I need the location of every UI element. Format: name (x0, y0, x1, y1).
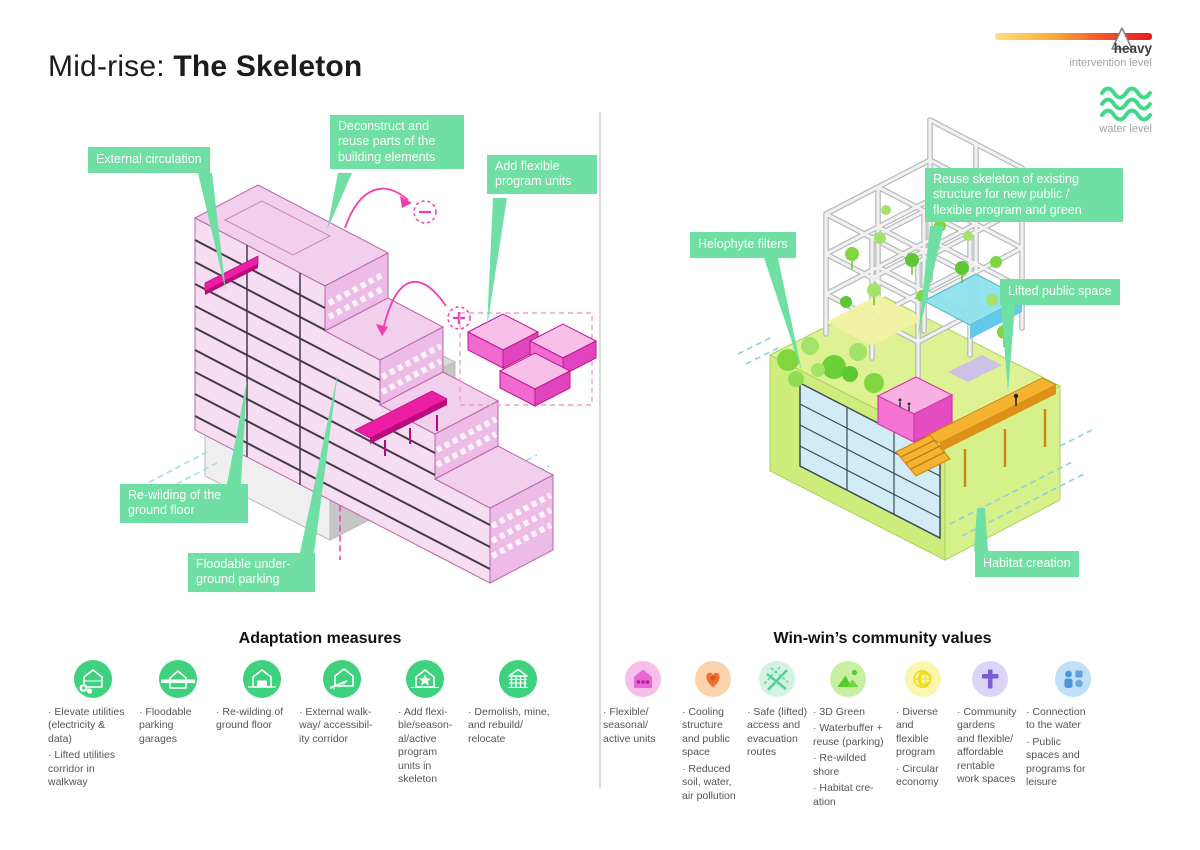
deconstruct-arrow (344, 187, 412, 229)
external-walkway-slabs (204, 255, 448, 456)
callout-rewilding-ground-floor: Re-wilding of the ground floor (120, 484, 248, 523)
callout-deconstruct-reuse: Deconstruct and reuse parts of the build… (330, 115, 464, 169)
bullet-item: · Circular economy (896, 762, 939, 789)
title-prefix: Mid-rise: (48, 50, 174, 83)
bullet-item: · Floodable parking garages (139, 706, 192, 745)
bullet-item: · Habitat cre- ation (813, 782, 874, 808)
plus-badge (447, 306, 471, 330)
house-waterline-icon (159, 660, 197, 698)
water-level-label: water level (1099, 123, 1152, 135)
value-column-3d-green: · 3D Green · Waterbuffer + reuse (parkin… (813, 706, 901, 812)
base-vegetation (777, 337, 884, 393)
title-emphasis: The Skeleton (173, 50, 363, 83)
value-column-water-connection: · Connection to the water · Public space… (1026, 706, 1110, 793)
value-column-flexible-units: · Flexible/ seasonal/ active units (603, 706, 683, 749)
people-connection-icon (1055, 661, 1091, 697)
callout-reuse-skeleton: Reuse skeleton of existing structure for… (925, 168, 1123, 222)
icon-safe-routes (759, 661, 795, 697)
flexible-program-units (459, 312, 598, 407)
triangle-marker-icon (1111, 27, 1133, 50)
landscape-icon (830, 661, 866, 697)
icon-rewilding-ground-floor (243, 660, 281, 698)
program-units (826, 273, 1024, 443)
waterbuffer-glass (799, 381, 941, 540)
icon-3d-green (830, 661, 866, 697)
bullet-item: · 3D Green (813, 706, 865, 718)
community-values-heading: Win-win’s community values (773, 630, 992, 647)
bullet-item: · Waterbuffer + reuse (parking) (813, 722, 884, 748)
intervention-level-bar (995, 27, 1152, 50)
icon-external-walkway (323, 660, 361, 698)
value-column-community-gardens: · Community gardens and flexible/ afford… (957, 706, 1039, 790)
bullet-item: · Lifted utilities corridor in walkway (48, 749, 116, 789)
building-columns-icon (499, 660, 537, 698)
bullet-item: · Re-wilding of ground floor (216, 706, 284, 732)
callout-add-flexible-units: Add flexible program units (487, 155, 597, 194)
pink-tower (193, 184, 555, 584)
icon-water-connection (1055, 661, 1091, 697)
house-star-icon (406, 660, 444, 698)
community-cross-icon (972, 661, 1008, 697)
icon-add-program-units (406, 660, 444, 698)
bullet-item: · External walk- way/ accessibil- ity co… (299, 706, 373, 745)
measure-column-external-walkway: · External walk- way/ accessibil- ity co… (299, 706, 393, 749)
value-column-diverse-program: · Diverse and flexible program · Circula… (896, 706, 974, 793)
adaptation-measures-heading: Adaptation measures (238, 630, 402, 647)
callout-helophyte-filters: Helophyte filters (690, 232, 796, 258)
icon-cooling (695, 661, 731, 697)
bullet-item: · Cooling structure and public space (682, 706, 730, 759)
measure-column-rewilding: · Re-wilding of ground floor (216, 706, 308, 736)
bullet-item: · Re-wilded shore (813, 752, 867, 778)
intervention-level-label: intervention level (1069, 57, 1152, 69)
house-ground-floor-icon (243, 660, 281, 698)
bullet-item: · Flexible/ seasonal/ active units (603, 706, 656, 745)
bullet-item: · Community gardens and flexible/ afford… (957, 706, 1017, 786)
callout-lifted-public-space: Lifted public space (1000, 279, 1120, 305)
icon-floodable-garage (159, 660, 197, 698)
house-gears-icon (74, 660, 112, 698)
routes-icon (759, 661, 795, 697)
add-arrow (376, 280, 447, 336)
house-walkway-icon (323, 660, 361, 698)
bullet-item: · Add flexi- ble/season- al/active progr… (398, 706, 453, 786)
measure-column-add-units: · Add flexi- ble/season- al/active progr… (398, 706, 488, 790)
bullet-item: · Reduced soil, water, air pollution (682, 762, 736, 802)
svg-text:C: C (917, 669, 931, 691)
value-column-cooling: · Cooling structure and public space · R… (682, 706, 762, 806)
lifted-walkway (895, 377, 1058, 487)
callout-tails (198, 173, 1015, 553)
bullet-item: · Demolish, mine, and rebuild/ relocate (468, 706, 550, 745)
callout-floodable-parking: Floodable under- ground parking (188, 553, 315, 592)
circular-economy-icon: C (905, 661, 941, 697)
bullet-item: · Public spaces and programs for leisure (1026, 735, 1086, 789)
value-column-safe-access: · Safe (lifted) access and evacuation ro… (747, 706, 829, 763)
left-building-illustration (139, 184, 598, 584)
icon-circular-economy: C (905, 661, 941, 697)
window-rows (327, 271, 553, 559)
heart-icon (695, 661, 731, 697)
bullet-item: · Connection to the water (1026, 706, 1086, 732)
callout-habitat-creation: Habitat creation (975, 551, 1079, 577)
waves-icon (1100, 86, 1152, 122)
page-title: Mid-rise: The Skeleton (48, 50, 362, 84)
bullet-item: · Safe (lifted) access and evacuation ro… (747, 706, 808, 759)
bullet-item: · Diverse and flexible program (896, 706, 939, 759)
intervention-level-value: heavy (1113, 41, 1152, 56)
icon-elevate-utilities (74, 660, 112, 698)
minus-badge (413, 200, 437, 224)
bullet-item: · Elevate utilities (electricity & data) (48, 706, 125, 745)
measure-column-demolish: · Demolish, mine, and rebuild/ relocate (468, 706, 562, 749)
measure-column-floodable-parking: · Floodable parking garages (139, 706, 231, 749)
icon-community-gardens (972, 661, 1008, 697)
measure-column-elevate-utilities: · Elevate utilities (electricity & data)… (48, 706, 142, 793)
icon-flexible-units (625, 661, 661, 697)
house-people-icon (625, 661, 661, 697)
icon-demolish-rebuild (499, 660, 537, 698)
callout-external-circulation: External circulation (88, 147, 210, 173)
